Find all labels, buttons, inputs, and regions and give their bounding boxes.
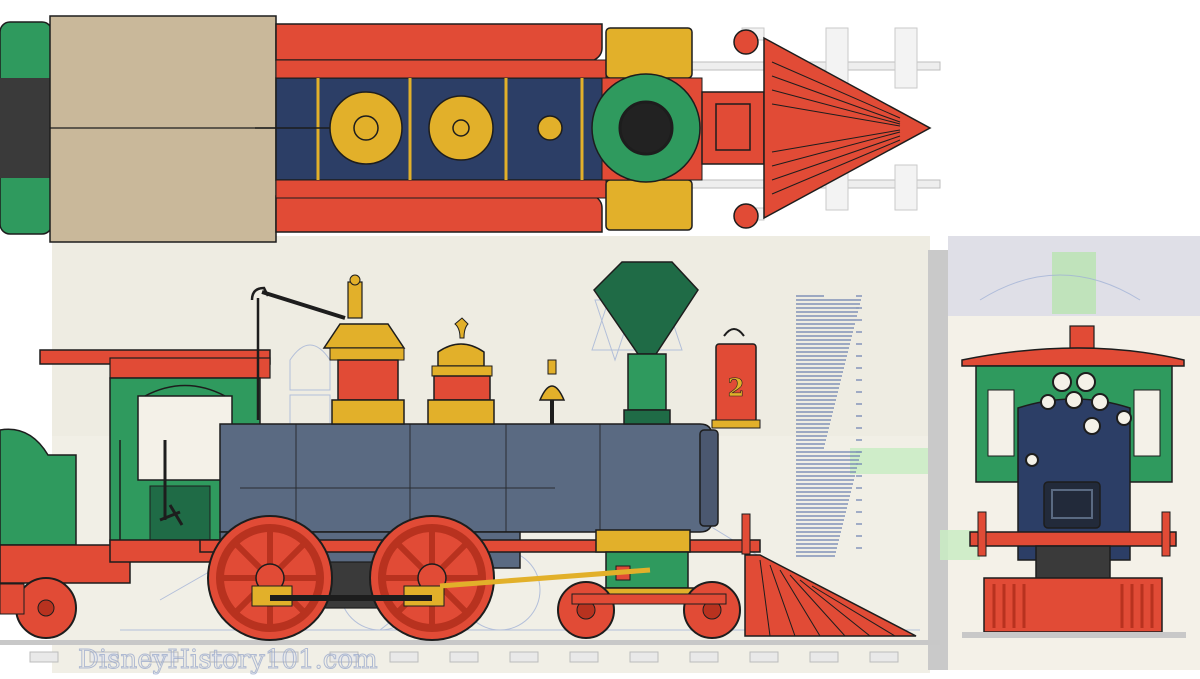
front-buffer-beam xyxy=(983,577,1163,633)
top-cylinder xyxy=(605,27,693,79)
sand-dome-cap xyxy=(437,343,485,367)
pilot-wheel-front xyxy=(683,581,741,639)
background-panels xyxy=(52,236,1200,673)
sand-dome xyxy=(433,375,491,401)
front-view xyxy=(961,325,1186,638)
gauges xyxy=(1025,372,1132,467)
side-ties xyxy=(29,651,899,663)
parts-list-legend xyxy=(796,295,862,557)
cab-window xyxy=(137,395,233,481)
whistle xyxy=(347,281,363,319)
top-cylinder xyxy=(605,179,693,231)
boiler xyxy=(219,423,713,533)
firebox-door xyxy=(1043,481,1101,529)
cylinder-steam-chest xyxy=(595,529,691,553)
top-steam-dome xyxy=(329,91,403,165)
smokestack xyxy=(627,353,667,411)
top-view xyxy=(0,15,941,243)
reverse-lever xyxy=(159,440,184,526)
top-cowcatcher xyxy=(763,36,932,220)
smokebox-front xyxy=(699,429,719,527)
front-rail xyxy=(962,632,1186,638)
side-tender xyxy=(0,428,77,546)
locomotive-number: 2 xyxy=(728,373,745,402)
front-cab-roof xyxy=(961,347,1185,367)
green-highlight-box xyxy=(850,448,928,474)
main-rod xyxy=(439,567,651,589)
side-rail xyxy=(0,640,940,645)
side-view: 2 xyxy=(0,261,940,663)
bell xyxy=(538,385,566,401)
whistle-pipe xyxy=(261,290,346,320)
top-running-board xyxy=(275,23,603,61)
front-headlamp xyxy=(1069,325,1095,349)
top-sand-dome xyxy=(428,95,494,161)
top-headlamp xyxy=(701,91,765,165)
driving-wheel-front xyxy=(369,515,495,641)
driving-wheel-rear xyxy=(207,515,333,641)
green-highlight-box xyxy=(1052,252,1096,314)
top-bell xyxy=(537,115,563,141)
steam-dome xyxy=(337,359,399,401)
pilot-wheel-rear xyxy=(557,581,615,639)
top-cab-roof xyxy=(49,15,277,243)
watermark: DisneyHistory101.com xyxy=(78,645,378,675)
top-tender-coal xyxy=(0,78,50,178)
top-running-board xyxy=(275,195,603,233)
